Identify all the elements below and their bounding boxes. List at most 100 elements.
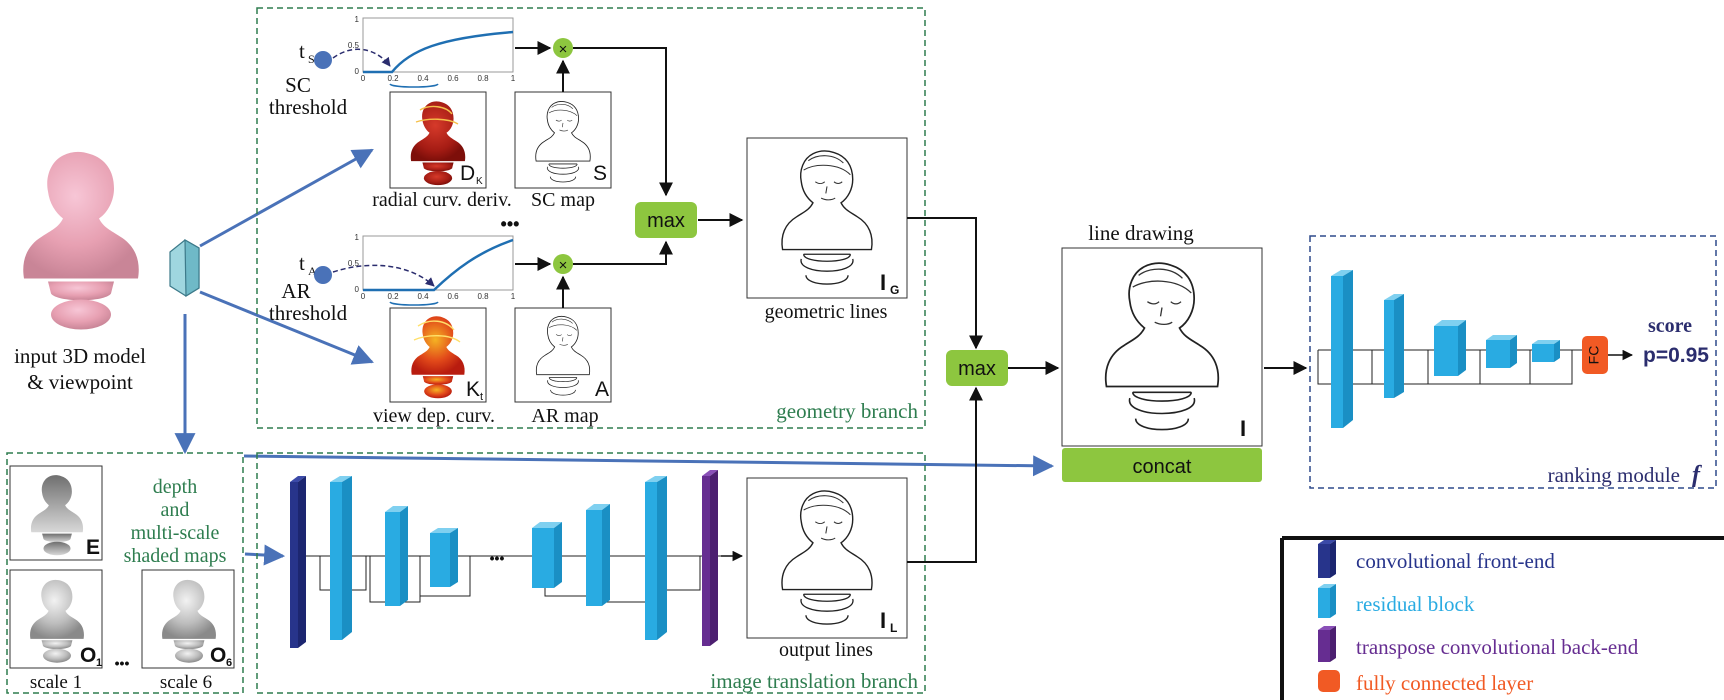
sc-symbol-sub: S: [308, 52, 315, 66]
ar-map: A: [514, 307, 612, 403]
svg-text:fully connected layer: fully connected layer: [1356, 671, 1533, 695]
svg-text:0.8: 0.8: [477, 74, 489, 83]
max-box-geometry: max: [635, 202, 697, 238]
transpose-conv-back-end-block: [702, 470, 718, 646]
view-sub: t: [480, 391, 483, 403]
ranking-module-box: [1309, 235, 1717, 489]
svg-text:1: 1: [355, 15, 360, 24]
line-drawing-map: I: [1061, 247, 1263, 447]
residual-block-2: [385, 506, 408, 606]
geometry-branch-label: geometry branch: [776, 399, 918, 423]
ranking-module-label: ranking module: [1548, 463, 1680, 487]
output-lines-caption: output lines: [779, 639, 873, 661]
sc-curve: [363, 30, 514, 74]
input-3d-model: [23, 151, 139, 330]
svg-text:0: 0: [355, 67, 360, 76]
fc-layer: FC: [1582, 336, 1608, 374]
ar-threshold: t A AR threshold 0 0.2 0.4 0.6 0.8 1 0 0…: [269, 233, 516, 325]
sc-threshold-dot: [314, 51, 332, 69]
depth-label-line3: multi-scale: [131, 522, 220, 544]
output-lines-map: I L: [746, 477, 908, 639]
radial-sub: K: [476, 176, 483, 187]
ar-curve: [363, 238, 514, 292]
camera-icon: [169, 238, 200, 298]
svg-text:0.2: 0.2: [387, 74, 399, 83]
multiply-sc: ×: [553, 38, 573, 58]
legend-item-residual: residual block: [1318, 584, 1475, 618]
svg-text:FC: FC: [1586, 346, 1602, 365]
ar-label-line2: threshold: [269, 301, 348, 325]
sc-symbol: t: [299, 39, 305, 63]
image-translation-box: [256, 452, 926, 694]
svg-text:6: 6: [226, 657, 232, 669]
merge-arrows: [907, 217, 1060, 563]
svg-text:I: I: [880, 608, 886, 633]
svg-text:convolutional front-end: convolutional front-end: [1356, 549, 1555, 573]
rank-residual-2: [1384, 294, 1404, 398]
residual-block-4: [532, 522, 562, 588]
line-drawing-title: line drawing: [1088, 221, 1194, 245]
depth-label-line2: and: [161, 499, 190, 521]
geometry-ellipsis: •••: [501, 214, 520, 234]
svg-text:1: 1: [511, 74, 516, 83]
scale-ellipsis: •••: [115, 655, 130, 671]
camera-arrows: [174, 148, 1055, 566]
geometric-lines-caption: geometric lines: [765, 301, 888, 323]
rank-residual-3: [1434, 320, 1466, 376]
shaded-scale1-map: O 1: [9, 569, 103, 669]
radial-curv-map: D K: [389, 91, 487, 189]
sc-map: S: [514, 91, 612, 189]
svg-text:max: max: [647, 210, 685, 232]
score-label: score: [1648, 315, 1692, 337]
sc-threshold: t S SC threshold 0 0.2 0.4 0.6 0.8 1 0 0…: [269, 15, 516, 119]
svg-text:O: O: [80, 644, 96, 667]
svg-text:•••: •••: [490, 550, 505, 566]
legend-item-transpose: transpose convolutional back-end: [1318, 626, 1639, 662]
svg-text:0.6: 0.6: [447, 74, 459, 83]
depth-label-line4: shaded maps: [124, 545, 227, 567]
image-translation-label: image translation branch: [710, 669, 918, 693]
legend: convolutional front-end residual block t…: [1280, 536, 1724, 700]
rank-residual-4: [1486, 335, 1517, 368]
ar-map-letter: A: [595, 378, 609, 401]
rank-residual-1: [1331, 270, 1353, 428]
svg-text:0.2: 0.2: [387, 292, 399, 301]
svg-text:0.4: 0.4: [417, 292, 429, 301]
ar-symbol-sub: A: [308, 264, 317, 278]
svg-text:0: 0: [361, 74, 366, 83]
sc-map-letter: S: [593, 162, 607, 185]
view-letter: K: [466, 378, 480, 401]
svg-text:0.4: 0.4: [417, 74, 429, 83]
svg-text:I: I: [1240, 416, 1246, 441]
svg-text:×: ×: [559, 257, 568, 274]
geometry-branch-box: [256, 7, 926, 429]
svg-text:G: G: [890, 283, 899, 297]
conv-front-end-block: [290, 476, 306, 648]
sc-label-line1: SC: [285, 73, 311, 97]
depth-map: E: [9, 465, 103, 561]
svg-text:0: 0: [361, 292, 366, 301]
svg-text:0.5: 0.5: [348, 259, 360, 268]
svg-text:×: ×: [559, 41, 568, 58]
input-title-line1: input 3D model: [14, 344, 146, 368]
svg-text:0.5: 0.5: [348, 41, 360, 50]
legend-item-conv: convolutional front-end: [1318, 540, 1555, 578]
depth-label-line1: depth: [153, 476, 197, 498]
scale6-caption: scale 6: [160, 672, 212, 693]
residual-block-1: [330, 476, 352, 640]
svg-text:concat: concat: [1133, 456, 1192, 478]
rank-residual-5: [1532, 340, 1560, 362]
svg-text:transpose convolutional back-e: transpose convolutional back-end: [1356, 635, 1639, 659]
shaded-scale6-map: O 6: [141, 569, 235, 669]
score-value: p=0.95: [1643, 344, 1709, 367]
radial-caption: radial curv. deriv.: [372, 189, 512, 211]
svg-text:E: E: [86, 536, 100, 559]
view-caption: view dep. curv.: [373, 405, 495, 427]
ranking-module-f: f: [1692, 462, 1702, 488]
svg-text:residual block: residual block: [1356, 592, 1475, 616]
radial-letter: D: [460, 162, 475, 185]
residual-block-6: [645, 476, 667, 640]
shaded-maps-box: [6, 452, 244, 694]
svg-text:L: L: [890, 621, 897, 635]
